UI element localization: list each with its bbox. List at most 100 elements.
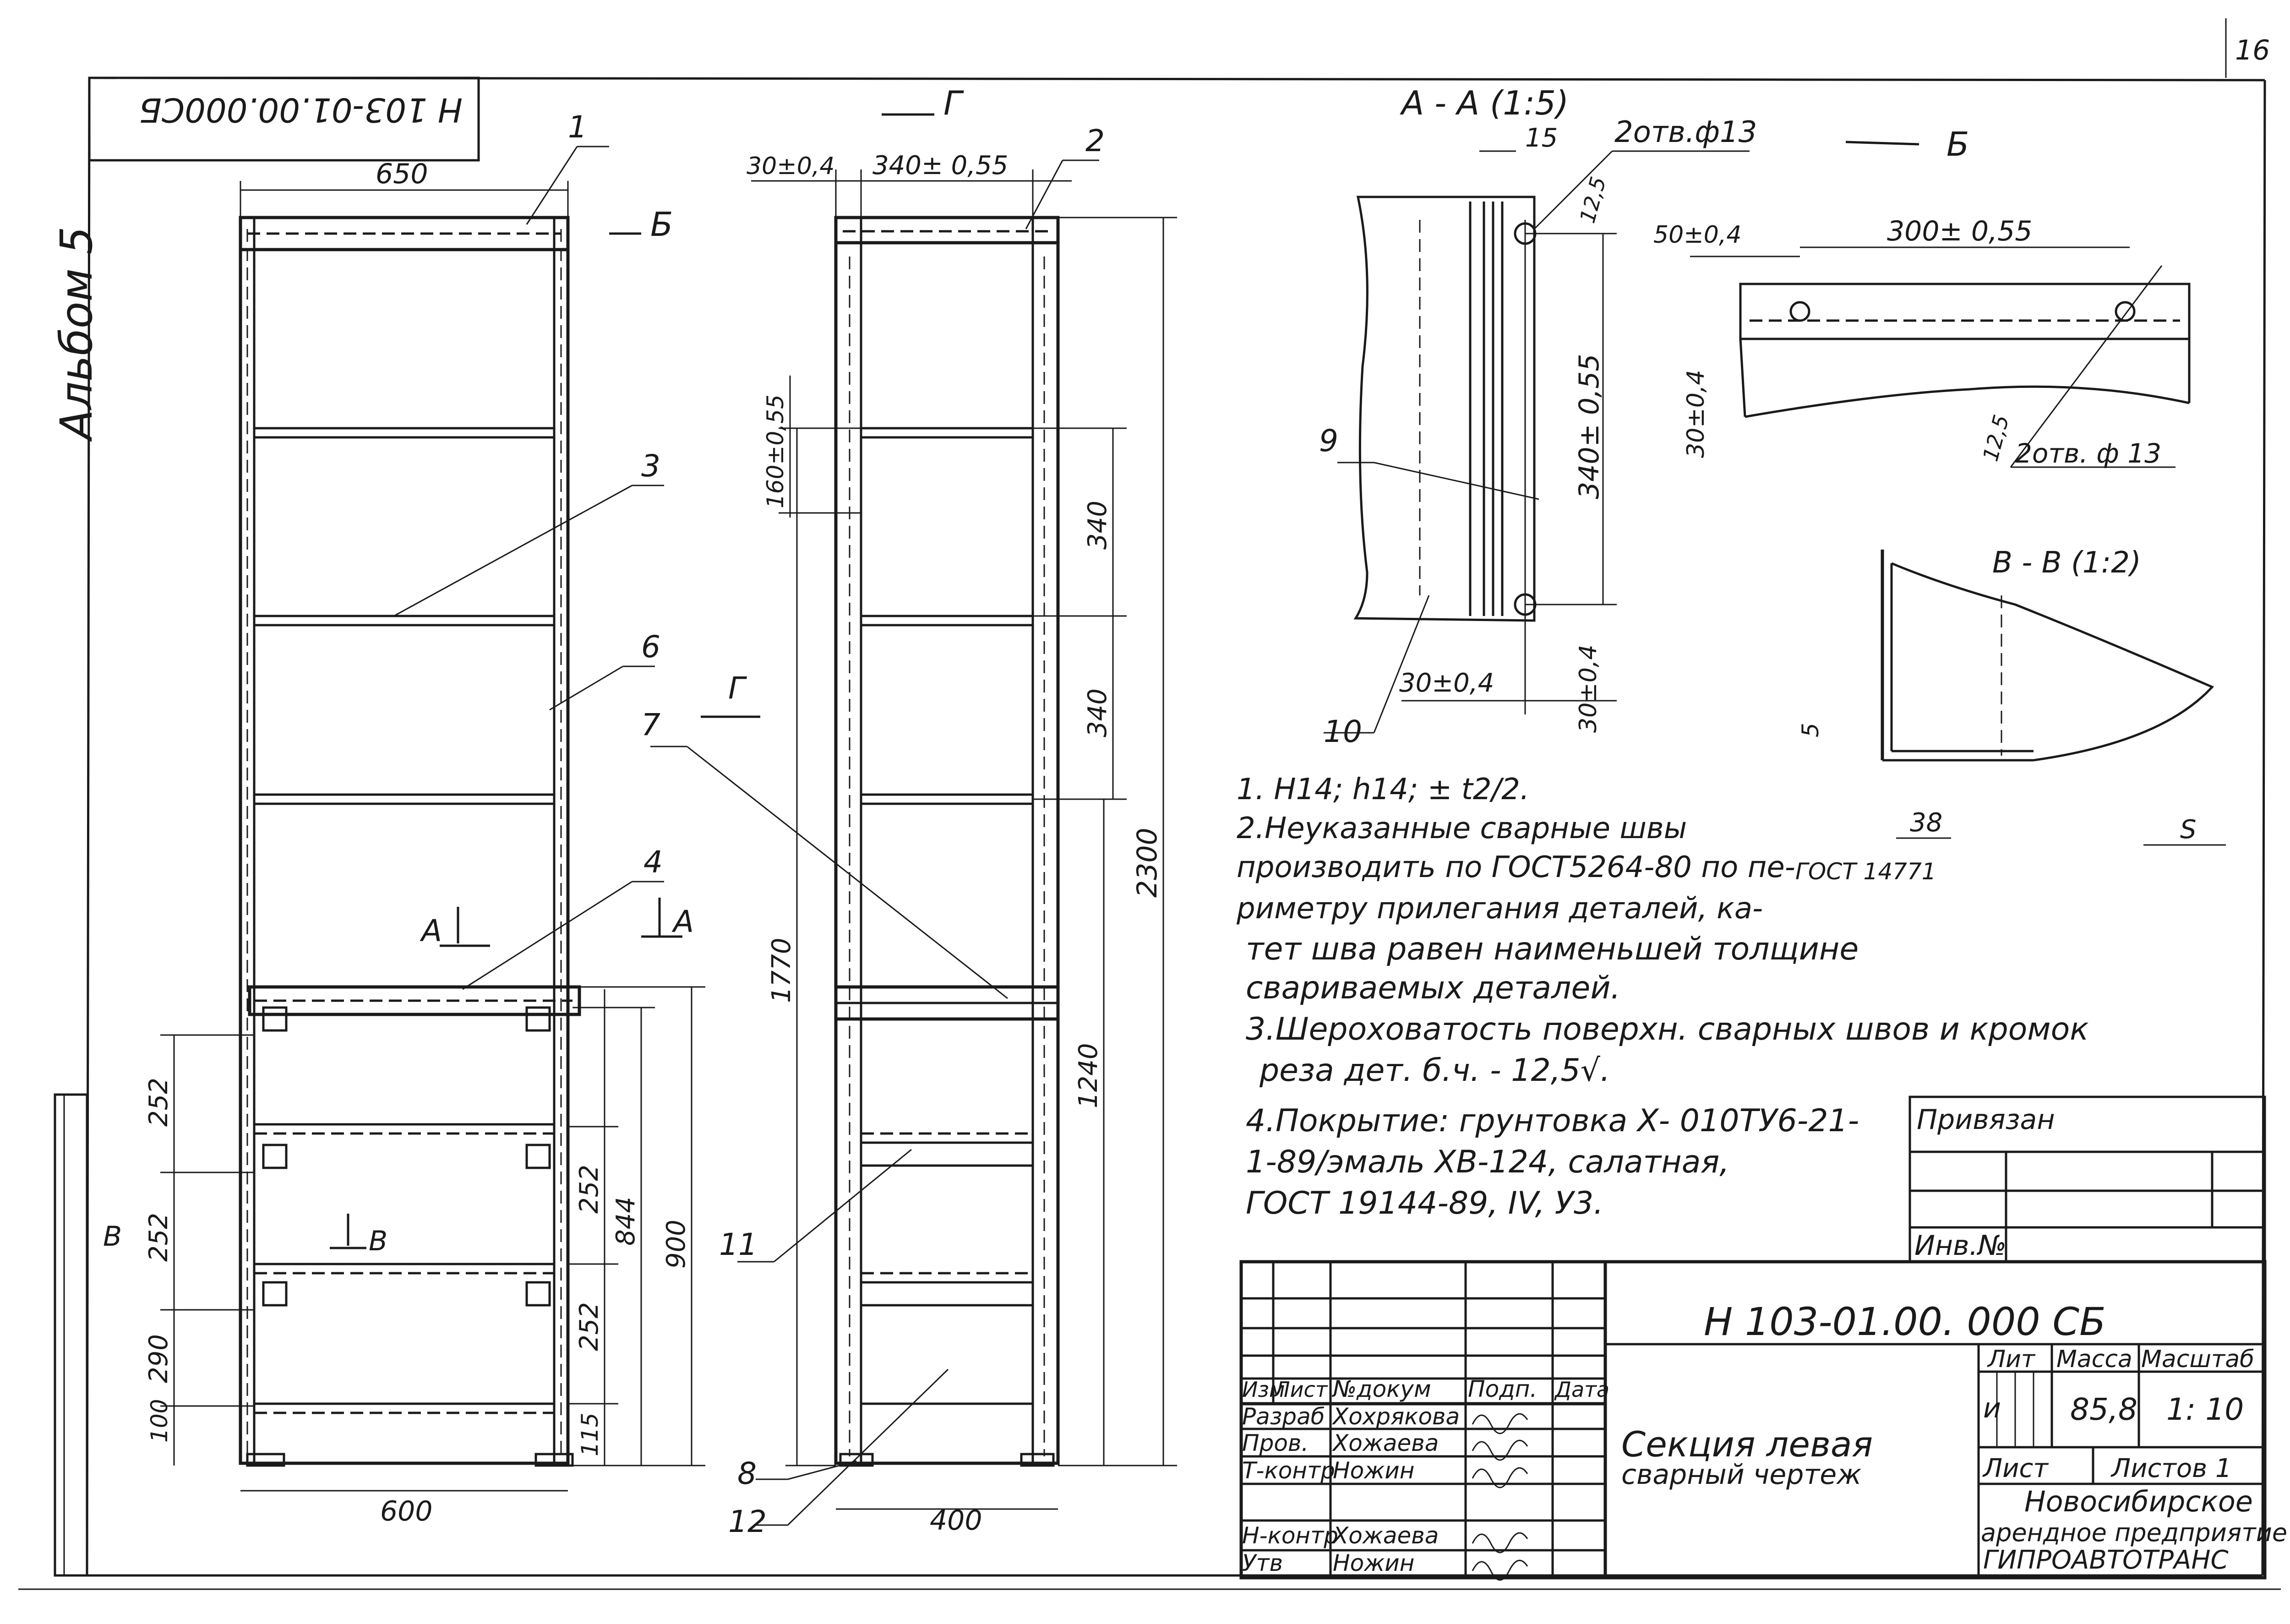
section-bb: В - В (1:2) 5 38 S ГОСТ 14771: [1795, 546, 2226, 885]
header-podp: Подп.: [1468, 1376, 1537, 1402]
section-aa-profile: [1353, 196, 1536, 622]
front-view-dimensions: 650 600 Б А А В В 252 252 290 100 252 25…: [103, 158, 705, 1527]
front-right-dim-2: 252: [574, 1302, 604, 1351]
callout-10: 10: [1324, 714, 1362, 749]
note-line-7: 3.Шероховатость поверхн. сварных швов и …: [1246, 1011, 2088, 1047]
binding-strip: [54, 1093, 88, 1577]
callout-9: 9: [1319, 423, 1338, 458]
binding-box: Привязан Инв.№: [1908, 1095, 2266, 1263]
view-b-dim-span: 300± 0,55: [1887, 215, 2032, 247]
note-line-10: 1-89/эмаль ХВ-124, салатная,: [1246, 1144, 1729, 1180]
doc-code-rotated: Н 103-01.00.000СБ: [139, 91, 463, 129]
side-foot-left: [839, 1453, 874, 1467]
note-line-6: свариваемых деталей.: [1246, 970, 1620, 1006]
view-b-dim-left: 50±0,4: [1653, 221, 1741, 249]
bracket: [262, 1281, 288, 1307]
title-org-line3: ГИПРОАВТОТРАНС: [1983, 1545, 2229, 1575]
section-bb-profile: [1891, 562, 2214, 762]
section-aa-holes: 2отв.ф13: [1614, 115, 1757, 149]
section-aa-dim-top: 15: [1525, 123, 1558, 153]
title-mass-value: 85,8: [2070, 1392, 2137, 1427]
note-line-1: 1. Н14; h14; ± t2/2.: [1237, 773, 1529, 807]
binding-title: Привязан: [1917, 1104, 2055, 1136]
side-dim-1770: 1770: [767, 937, 796, 1003]
middle-shelf: [248, 985, 581, 1016]
width-top-dim: 650: [376, 158, 428, 190]
note-line-11: ГОСТ 19144-89, IV, У3.: [1246, 1185, 1603, 1221]
note-line-5: тет шва равен наименьшей толщине: [1246, 931, 1859, 967]
rotated-code-box: [88, 76, 480, 162]
bracket: [525, 1006, 551, 1032]
front-view: [239, 216, 581, 1467]
header-dokum: №докум: [1331, 1376, 1431, 1402]
sheet-frame: [18, 18, 2281, 1590]
view-arrow-g-top: Г: [943, 84, 964, 122]
title-doc-code: Н 103-01.00. 000 СБ: [1704, 1299, 2106, 1344]
title-lit-value: и: [1983, 1392, 2001, 1424]
title-sheet-label: Лист: [1982, 1454, 2049, 1483]
note-line-4: риметру прилегания деталей, ка-: [1236, 892, 1763, 926]
side-top-bar: [834, 216, 1060, 245]
callout-12: 12: [728, 1504, 767, 1539]
side-foot-right: [1020, 1453, 1055, 1467]
note-line-2: 2.Неуказанные сварные швы: [1237, 812, 1687, 845]
title-mass-label: Масса: [2056, 1346, 2132, 1373]
side-dim-top-span: 340± 0,55: [872, 151, 1008, 180]
note-line-9: 4.Покрытие: грунтовка Х- 010ТУ6-21-: [1246, 1103, 1859, 1139]
role-prov: Пров.: [1242, 1430, 1309, 1456]
section-aa-dim-height: 340± 0,55: [1573, 354, 1605, 499]
view-b: Б 50±0,4 300± 0,55 30±0,4 12,5 2отв. ф 1…: [1653, 125, 2191, 469]
side-view-dimensions: Г Г 30±0,4 340± 0,55 2 160±0,55 340 340 …: [641, 84, 1177, 1539]
header-izm: Изм: [1242, 1377, 1285, 1402]
title-org-line2: арендное предприятие: [1981, 1518, 2287, 1547]
section-aa-dim-right-bottom: 30±0,4: [1575, 645, 1602, 733]
role-razrab: Разраб: [1242, 1403, 1325, 1430]
view-b-profile: [1745, 385, 2190, 418]
header-data: Дата: [1554, 1377, 1609, 1402]
view-arrow-g-mid: Г: [728, 670, 747, 706]
section-aa-title: А - А (1:5): [1400, 84, 1569, 122]
callout-4: 4: [643, 845, 663, 880]
view-arrow-b: Б: [650, 205, 673, 244]
title-scale-label: Масштаб: [2141, 1346, 2254, 1373]
section-bb-weld-symbol: S: [2180, 815, 2197, 845]
side-width-bottom: 400: [930, 1504, 982, 1537]
title-name-line1: Секция левая: [1621, 1424, 1873, 1465]
callout-6: 6: [641, 629, 660, 665]
view-b-angle: 12,5: [1978, 412, 2014, 464]
binding-inv-label: Инв.№: [1914, 1230, 2006, 1262]
front-left-dim-1: 252: [144, 1078, 174, 1127]
album-label: Альбом 5: [51, 226, 102, 442]
view-b-bar: [1739, 283, 2191, 340]
front-frame-outline: [239, 216, 570, 1465]
side-frame-outline: [834, 216, 1060, 1465]
note-line-8: реза дет. б.ч. - 12,5√.: [1259, 1052, 1610, 1089]
front-right-dim-844: 844: [611, 1197, 641, 1246]
front-left-dim-2: 252: [144, 1213, 174, 1262]
role-tkontr: Т-контр: [1242, 1457, 1335, 1484]
section-aa-dim-bottom: 30±0,4: [1399, 668, 1494, 698]
title-name-line2: сварный чертеж: [1621, 1459, 1861, 1491]
front-left-dim-3: 290: [144, 1334, 174, 1383]
title-org-line1: Новосибирское: [2024, 1485, 2253, 1518]
callout-1: 1: [568, 109, 587, 145]
bracket: [262, 1006, 288, 1032]
callout-3: 3: [641, 448, 660, 484]
side-dim-left-small: 160±0,55: [762, 394, 789, 508]
view-b-dim-height: 30±0,4: [1682, 370, 1710, 458]
section-a-right: А: [671, 904, 694, 939]
callout-8: 8: [737, 1456, 757, 1491]
section-aa-angle: 12,5: [1575, 174, 1611, 226]
section-bb-title: В - В (1:2): [1992, 546, 2141, 580]
view-b-hole-right: [2115, 301, 2136, 322]
name-nkontr: Хожаева: [1331, 1522, 1439, 1549]
view-b-hole-left: [1789, 301, 1810, 322]
side-dim-right-2: 340: [1083, 688, 1112, 737]
title-lit-label: Лит: [1987, 1346, 2036, 1373]
name-prov: Хожаева: [1331, 1430, 1439, 1456]
signature: [1472, 1439, 1528, 1461]
signature: [1472, 1532, 1528, 1553]
view-b-arrow: Б: [1946, 125, 1969, 163]
front-view-callouts: 1 3 6 4: [393, 109, 664, 990]
section-bb-dim-side: 5: [1797, 723, 1824, 737]
